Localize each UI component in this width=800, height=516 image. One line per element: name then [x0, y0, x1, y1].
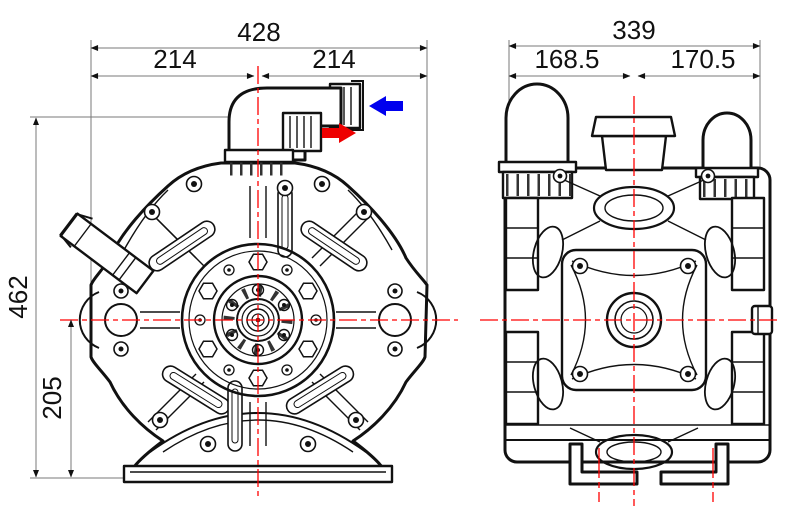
side-total-width-label: 339	[612, 15, 655, 45]
dim-front-total-width: 428	[90, 17, 428, 51]
right-accumulator-dome	[694, 111, 760, 201]
side-right-half-label: 170.5	[670, 44, 735, 74]
front-total-width-label: 428	[237, 17, 280, 47]
centerlines	[60, 66, 780, 506]
side-port-stub	[59, 212, 155, 295]
front-total-height-label: 462	[3, 275, 33, 318]
rib-slots	[148, 186, 368, 452]
side-left-half-label: 168.5	[534, 44, 599, 74]
dim-front-left-half: 214	[90, 44, 255, 79]
dim-side-right-half: 170.5	[637, 44, 761, 79]
head-bolts	[143, 175, 373, 453]
front-left-half-label: 214	[153, 44, 196, 74]
dim-side-total-width: 339	[508, 15, 761, 49]
mounting-feet	[568, 442, 730, 486]
manifold-flange	[223, 148, 295, 164]
side-head-blocks	[504, 196, 766, 426]
front-view	[30, 40, 438, 484]
manifold-elbow	[223, 86, 343, 164]
front-base-to-centerline-label: 205	[37, 376, 67, 419]
front-body	[89, 161, 429, 484]
side-dimensions: 339 168.5 170.5	[508, 15, 761, 79]
front-dimensions: 428 214 214 462 205	[3, 17, 428, 478]
side-view	[497, 40, 774, 486]
dim-front-right-half: 214	[261, 44, 428, 79]
hub-hex-fasteners	[198, 253, 318, 387]
outlet-arrow-icon	[322, 123, 356, 143]
inlet-arrow-icon	[369, 96, 403, 116]
dim-side-left-half: 168.5	[508, 44, 631, 79]
hose-fitting-front	[281, 111, 323, 153]
front-right-half-label: 214	[312, 44, 355, 74]
dim-front-base-to-centerline: 205	[37, 319, 74, 478]
dim-front-total-height: 462	[3, 117, 39, 478]
